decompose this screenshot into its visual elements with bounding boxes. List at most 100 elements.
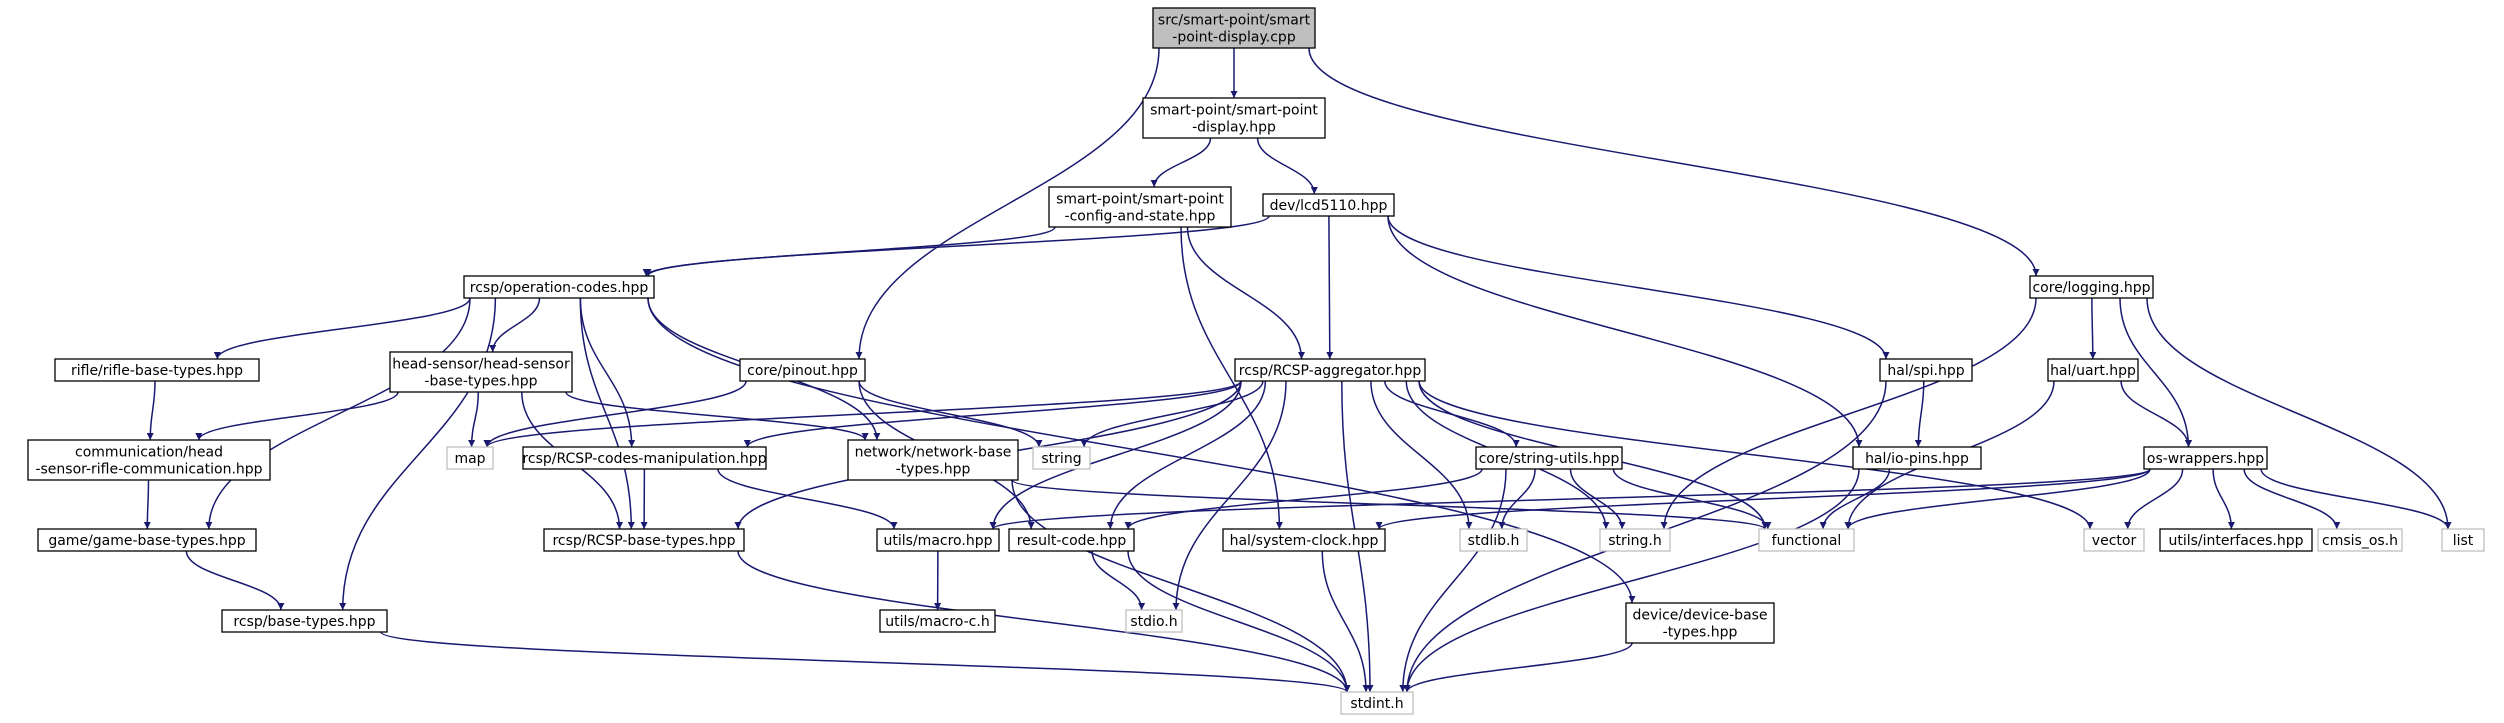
node-iopins[interactable]: hal/io-pins.hpp <box>1852 446 1982 470</box>
node-oswrap[interactable]: os-wrappers.hpp <box>2143 446 2268 470</box>
node-basetypes[interactable]: rcsp/base-types.hpp <box>221 609 388 633</box>
node-label: hal/spi.hpp <box>1887 363 1964 379</box>
node-agg[interactable]: rcsp/RCSP-aggregator.hpp <box>1234 358 1426 382</box>
edge-lcd-to-opcodes <box>644 215 1270 277</box>
edge-agg-to-string <box>1080 380 1264 448</box>
node-box <box>847 439 1019 481</box>
node-macroc[interactable]: utils/macro-c.h <box>879 609 996 633</box>
node-box <box>2029 275 2154 299</box>
node-lcd[interactable]: dev/lcd5110.hpp <box>1262 193 1395 217</box>
node-stringh[interactable]: string.h <box>1599 528 1671 552</box>
node-label: src/smart-point/smart <box>1158 13 1311 29</box>
node-stdlib[interactable]: stdlib.h <box>1459 528 1528 552</box>
edge-rifle-to-comm <box>146 380 156 441</box>
edge-spd_hpp-to-spcs <box>1150 137 1212 188</box>
node-opcodes[interactable]: rcsp/operation-codes.hpp <box>463 275 655 299</box>
node-label: utils/interfaces.hpp <box>2169 533 2304 549</box>
node-stdio[interactable]: stdio.h <box>1125 609 1183 633</box>
edge-opcodes-to-game <box>205 297 471 530</box>
node-spcs[interactable]: smart-point/smart-point-config-and-state… <box>1048 186 1232 228</box>
node-label: dev/lcd5110.hpp <box>1270 198 1388 214</box>
node-label: network/network-base <box>855 445 1012 461</box>
node-box <box>739 358 866 382</box>
node-label: result-code.hpp <box>1017 533 1127 549</box>
node-interfaces[interactable]: utils/interfaces.hpp <box>2159 528 2313 552</box>
node-box <box>221 609 388 633</box>
node-label: -types.hpp <box>1663 625 1738 641</box>
node-rcspbase[interactable]: rcsp/RCSP-base-types.hpp <box>543 528 745 552</box>
node-game[interactable]: game/game-base-types.hpp <box>37 528 257 552</box>
edge-comm-to-game <box>143 479 151 530</box>
edge-sysclock-to-stdint <box>1321 550 1370 693</box>
node-logging[interactable]: core/logging.hpp <box>2029 275 2154 299</box>
node-label: -types.hpp <box>896 462 971 478</box>
edge-spcs-to-agg <box>1186 226 1305 360</box>
node-strutils[interactable]: core/string-utils.hpp <box>1475 446 1623 470</box>
node-spd_hpp[interactable]: smart-point/smart-point-display.hpp <box>1142 97 1326 139</box>
node-box <box>446 446 494 470</box>
node-box <box>1048 186 1232 228</box>
node-cmsis[interactable]: cmsis_os.h <box>2317 528 2403 552</box>
edge-result-to-stdint <box>1127 550 1351 693</box>
node-box <box>1459 528 1528 552</box>
node-label: game/game-base-types.hpp <box>48 533 245 549</box>
node-label: rcsp/operation-codes.hpp <box>470 280 649 296</box>
node-box <box>1008 528 1135 552</box>
node-label: hal/system-clock.hpp <box>1230 533 1379 549</box>
edge-pinout-to-map <box>483 380 747 448</box>
edge-rcspbase-to-stdint <box>737 550 1351 693</box>
node-comm[interactable]: communication/head-sensor-rifle-communic… <box>27 439 271 481</box>
edge-oswrap-to-functional <box>1844 468 2151 530</box>
edge-agg-to-macro <box>989 380 1242 530</box>
node-list[interactable]: list <box>2441 528 2485 552</box>
node-box <box>522 446 767 470</box>
edge-oswrap-to-vector <box>2124 468 2184 530</box>
node-vector[interactable]: vector <box>2083 528 2145 552</box>
node-functional[interactable]: functional <box>1758 528 1855 552</box>
edge-devbase-to-stdint <box>1403 642 1633 693</box>
node-sysclock[interactable]: hal/system-clock.hpp <box>1222 528 1386 552</box>
node-label: hal/io-pins.hpp <box>1865 451 1969 467</box>
node-spi[interactable]: hal/spi.hpp <box>1879 358 1973 382</box>
node-root[interactable]: src/smart-point/smart-point-display.cpp <box>1152 7 1316 49</box>
edge-oswrap-to-list <box>2260 468 2452 530</box>
node-uart[interactable]: hal/uart.hpp <box>2047 358 2139 382</box>
edge-strutils-to-functional <box>1612 468 1772 530</box>
edge-oswrap-to-sysclock <box>1375 468 2151 530</box>
edge-result-to-stdio <box>1091 550 1146 611</box>
node-label: utils/macro-c.h <box>885 614 989 630</box>
edge-lcd-to-spi <box>1387 215 1890 360</box>
node-macro[interactable]: utils/macro.hpp <box>876 528 1000 552</box>
node-label: smart-point/smart-point <box>1056 192 1224 208</box>
node-box <box>876 528 1000 552</box>
node-codesman[interactable]: rcsp/RCSP-codes-manipulation.hpp <box>522 446 767 470</box>
node-label: communication/head <box>75 445 223 461</box>
node-label: list <box>2453 533 2474 549</box>
edge-spi-to-iopins <box>1914 380 1925 448</box>
node-box <box>1625 602 1775 644</box>
node-label: stdio.h <box>1130 614 1177 630</box>
node-box <box>1222 528 1386 552</box>
node-box <box>1879 358 1973 382</box>
node-box <box>2159 528 2313 552</box>
edge-agg-to-stdio <box>1172 380 1287 611</box>
node-rifle[interactable]: rifle/rifle-base-types.hpp <box>54 358 260 382</box>
edge-lcd-to-iopins <box>1387 215 1863 448</box>
edge-hsrifle-to-comm <box>195 391 399 441</box>
edge-lcd-to-agg <box>1326 215 1334 360</box>
node-netbase[interactable]: network/network-base-types.hpp <box>847 439 1019 481</box>
edge-iopins-to-stdint <box>1403 468 1860 693</box>
node-map[interactable]: map <box>446 446 494 470</box>
file-nodes: src/smart-point/smart-point-display.cpps… <box>27 7 2485 715</box>
node-box <box>389 351 573 393</box>
node-box <box>2317 528 2403 552</box>
node-pinout[interactable]: core/pinout.hpp <box>739 358 866 382</box>
node-label: rcsp/base-types.hpp <box>233 614 375 630</box>
node-box <box>879 609 996 633</box>
node-string[interactable]: string <box>1032 446 1091 470</box>
node-devbase[interactable]: device/device-base-types.hpp <box>1625 602 1775 644</box>
node-box <box>543 528 745 552</box>
node-result[interactable]: result-code.hpp <box>1008 528 1135 552</box>
node-hsrifle[interactable]: head-sensor/head-sensor-base-types.hpp <box>389 351 573 393</box>
node-stdint[interactable]: stdint.h <box>1340 691 1414 715</box>
